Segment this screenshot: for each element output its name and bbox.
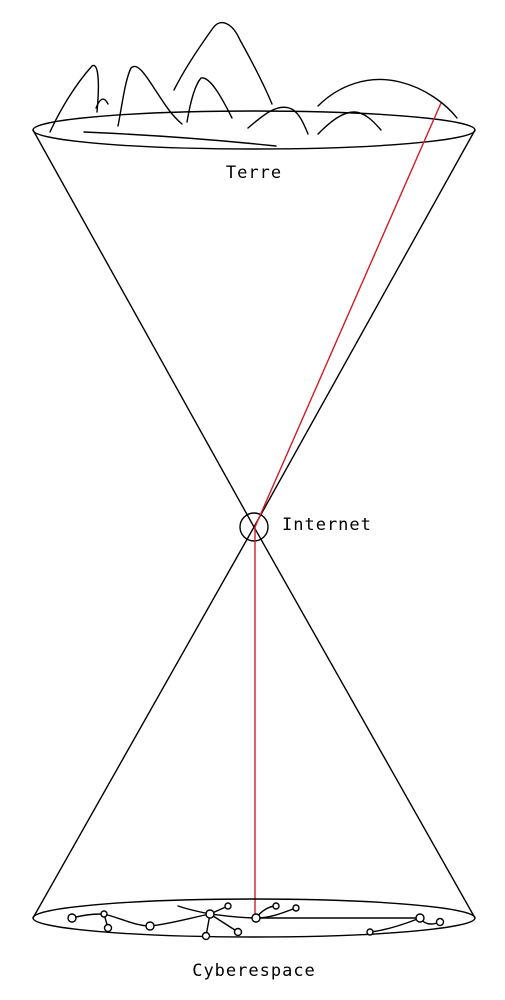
mountains-sketch xyxy=(49,21,458,147)
label-internet: Internet xyxy=(282,515,372,535)
network-node xyxy=(224,902,232,910)
cyberspace-plane-ellipse xyxy=(32,898,476,938)
upper-cone-left-edge xyxy=(32,129,255,528)
network-node xyxy=(100,910,108,918)
network-node xyxy=(435,917,445,927)
network-node xyxy=(103,923,113,933)
lower-cone-left-edge xyxy=(32,526,255,919)
earth-plane-ellipse xyxy=(32,110,476,150)
network-node xyxy=(233,927,243,937)
network-node xyxy=(366,928,374,936)
network-node xyxy=(145,921,155,931)
network-node xyxy=(205,909,215,919)
network-node xyxy=(251,913,261,923)
network-node xyxy=(415,913,425,923)
network-node xyxy=(292,904,300,912)
network-node xyxy=(272,902,280,910)
network-graph-sketch xyxy=(67,902,445,941)
lower-cone-right-edge xyxy=(253,526,476,919)
red-beam-upper xyxy=(254,102,442,528)
network-node xyxy=(201,931,211,941)
label-terre: Terre xyxy=(226,163,282,183)
internet-node-circle xyxy=(239,512,269,542)
label-cyberespace: Cyberespace xyxy=(192,961,316,981)
network-node xyxy=(67,913,77,923)
upper-cone-right-edge xyxy=(253,129,476,528)
